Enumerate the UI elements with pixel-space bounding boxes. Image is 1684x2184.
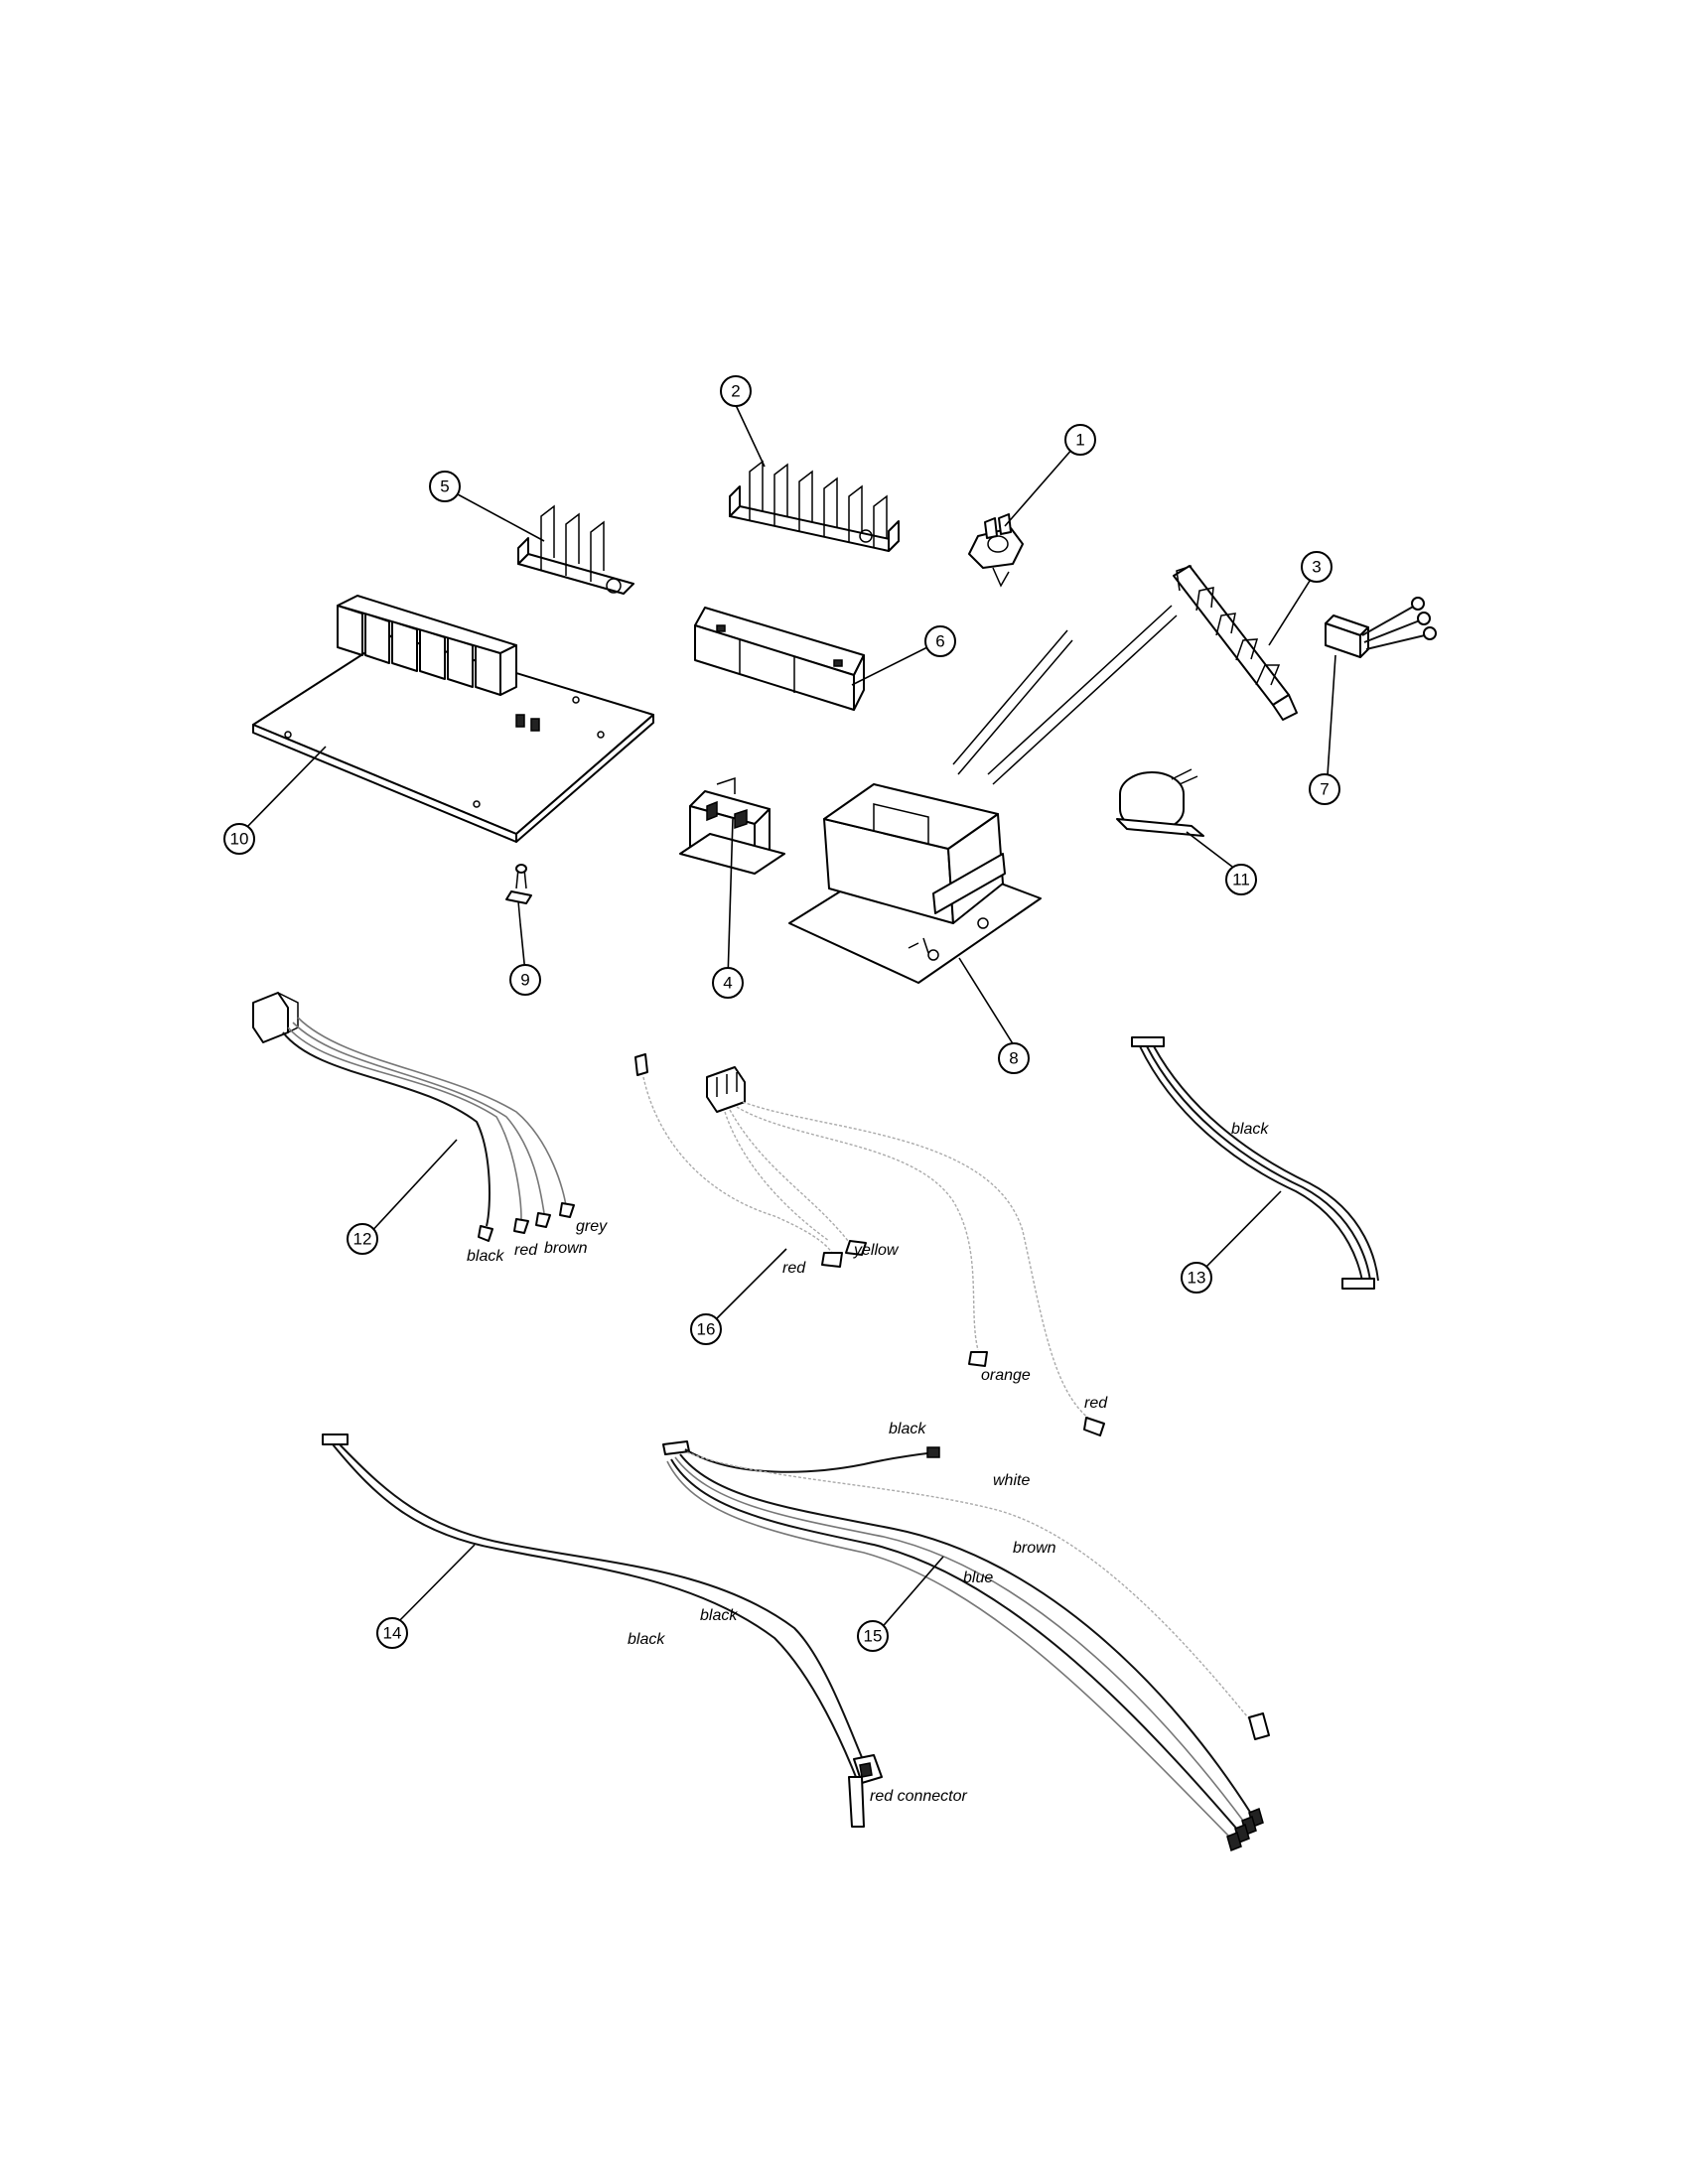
wire-label-white: white: [993, 1472, 1030, 1489]
callout-10: 10: [223, 823, 255, 855]
callout-5: 5: [429, 471, 461, 502]
callout-9: 9: [509, 964, 541, 996]
svg-text:14: 14: [383, 1624, 402, 1643]
svg-text:9: 9: [520, 971, 529, 990]
svg-text:5: 5: [440, 478, 449, 496]
svg-text:11: 11: [1232, 871, 1250, 889]
leader-lines: [243, 404, 1336, 1632]
wire-label-brown: brown: [1013, 1540, 1056, 1557]
part-9-sensor: [505, 864, 532, 924]
wire-label-brown: brown: [544, 1240, 588, 1257]
wire-label-red-connector: red connector: [870, 1788, 968, 1805]
harness-12: black red brown grey: [252, 992, 608, 1265]
part-5-terminal-block: [517, 504, 634, 595]
wire-label-red-long: red: [1084, 1395, 1108, 1412]
harness-13: black: [1131, 1036, 1379, 1290]
part-10-circuit-board: [252, 595, 654, 843]
callout-2: 2: [720, 375, 752, 407]
svg-text:1: 1: [1075, 431, 1084, 450]
callout-15: 15: [857, 1620, 889, 1652]
wire-label-red-short: red: [782, 1260, 806, 1277]
part-11-thermal-disc: [1116, 768, 1204, 837]
harness-15: black white brown blue: [662, 1421, 1270, 1852]
callout-1: 1: [1064, 424, 1096, 456]
callout-3: 3: [1301, 551, 1333, 583]
wire-label-black-lower: black: [628, 1631, 665, 1648]
svg-text:10: 10: [230, 830, 249, 849]
svg-text:6: 6: [935, 632, 944, 651]
callout-16: 16: [690, 1313, 722, 1345]
svg-text:4: 4: [723, 974, 732, 993]
svg-text:15: 15: [864, 1627, 883, 1646]
harness-16: red yellow orange red: [634, 1053, 1108, 1436]
part-7-ring-terminal-lead: [1325, 597, 1437, 658]
part-3-strip-connector: [1173, 565, 1298, 721]
wire-label-black: black: [467, 1248, 504, 1265]
callout-7: 7: [1309, 773, 1340, 805]
callout-11: 11: [1225, 864, 1257, 895]
callout-8: 8: [998, 1042, 1030, 1074]
wire-label-yellow: yellow: [853, 1242, 900, 1259]
part-1-switch: [968, 513, 1024, 588]
wire-label-black: black: [889, 1421, 926, 1437]
callout-13: 13: [1181, 1262, 1212, 1294]
part-6-module: [694, 607, 865, 711]
wire-label-black: black: [1231, 1121, 1269, 1138]
callout-6: 6: [924, 625, 956, 657]
svg-text:3: 3: [1312, 558, 1321, 577]
svg-text:12: 12: [353, 1230, 372, 1249]
harness-14: black black red connector: [322, 1433, 968, 1828]
wire-label-blue: blue: [963, 1570, 993, 1586]
wire-label-black-upper: black: [700, 1607, 738, 1624]
wire-label-grey: grey: [576, 1218, 608, 1235]
part-8-transformer: [788, 605, 1178, 984]
callout-14: 14: [376, 1617, 408, 1649]
svg-text:7: 7: [1320, 780, 1329, 799]
svg-text:2: 2: [731, 382, 740, 401]
callout-12: 12: [347, 1223, 378, 1255]
svg-text:16: 16: [697, 1320, 716, 1339]
svg-text:8: 8: [1009, 1049, 1018, 1068]
part-2-terminal-block: [729, 460, 900, 552]
svg-text:13: 13: [1188, 1269, 1206, 1288]
wire-label-orange: orange: [981, 1367, 1031, 1384]
callout-4: 4: [712, 967, 744, 999]
wire-label-red: red: [514, 1242, 538, 1259]
